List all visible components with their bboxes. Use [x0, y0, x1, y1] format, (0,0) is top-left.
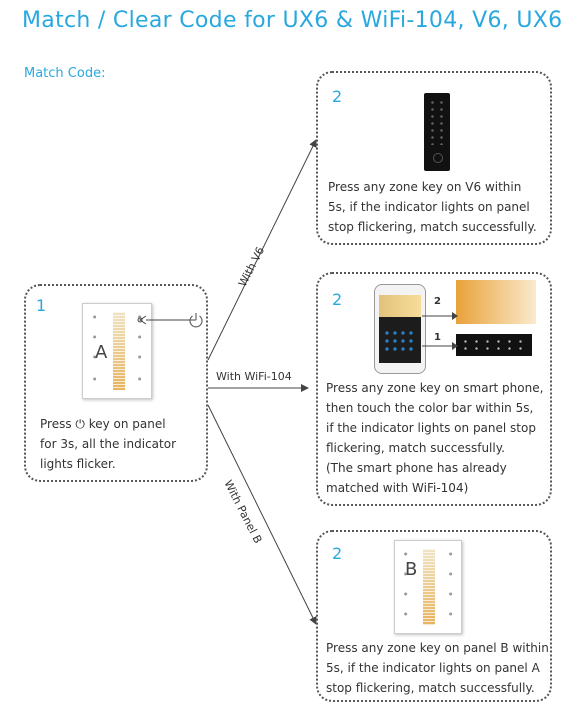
panel-letter: B — [405, 559, 418, 580]
caption-line: for 3s, all the indicator — [40, 437, 176, 451]
zone-key-icon: ● — [404, 551, 408, 556]
zone-keys — [460, 338, 528, 352]
color-bar-swatch — [456, 280, 536, 324]
panel-letter: A — [95, 342, 108, 363]
caption-line: stop flickering, match successfully. — [326, 681, 535, 695]
arrow-v6 — [207, 139, 317, 361]
zone-key-icon: ● — [138, 376, 142, 381]
section-title: Match Code: — [24, 66, 106, 81]
zone-key-icon: ● — [449, 591, 453, 596]
caption-line: matched with WiFi-104) — [326, 481, 469, 495]
step-number: 2 — [332, 290, 343, 309]
caption-line: lights flicker. — [40, 457, 116, 471]
indicator-lights — [423, 549, 435, 625]
caption-line: then touch the color bar within 5s, — [326, 401, 534, 415]
step2-panel-b-box: 2 ● ● ● ● ● ● ● ● B Press any zone key o… — [316, 530, 552, 702]
caption-line: 5s, if the indicator lights on panel — [328, 200, 530, 214]
caption-line: flickering, match successfully. — [326, 441, 505, 455]
page-title: Match / Clear Code for UX6 & WiFi-104, V… — [22, 8, 563, 33]
smartphone-image — [374, 284, 426, 374]
power-icon — [189, 313, 203, 328]
step2-v6-caption: Press any zone key on V6 within 5s, if t… — [328, 177, 537, 237]
caption-line: stop flickering, match successfully. — [328, 220, 537, 234]
zone-key-icon: ● — [449, 571, 453, 576]
step1-caption: Press ⏻ key on panel for 3s, all the ind… — [40, 414, 176, 474]
caption-line: (The smart phone has already — [326, 461, 507, 475]
power-icon — [433, 153, 443, 163]
branch-label-wifi: With WiFi-104 — [216, 370, 292, 383]
panel-a-image: ● ● ● ● ● ● ● ● A — [82, 303, 152, 399]
panel-b-image: ● ● ● ● ● ● ● ● B — [394, 540, 462, 634]
caption-line: Press any zone key on V6 within — [328, 180, 522, 194]
arrow-panel-b — [207, 404, 317, 625]
caption-line: if the indicator lights on panel stop — [326, 421, 536, 435]
zone-keys-strip — [456, 334, 532, 356]
zone-key-icon: ● — [404, 611, 408, 616]
zone-key-icon: ● — [404, 591, 408, 596]
zone-key-icon: ● — [93, 334, 97, 339]
zone-keys — [428, 99, 446, 145]
zone-key-icon: ● — [404, 571, 408, 576]
indicator-lights — [113, 312, 125, 390]
callout-arrows — [422, 312, 458, 350]
step2-wifi-caption: Press any zone key on smart phone, then … — [326, 378, 543, 498]
zone-key-icon: ● — [138, 354, 142, 359]
caption-line: 5s, if the indicator lights on panel A — [326, 661, 540, 675]
zone-key-icon: ● — [449, 611, 453, 616]
zone-key-icon: ● — [449, 551, 453, 556]
caption-line: Press any zone key on smart phone, — [326, 381, 544, 395]
zone-key-icon: ● — [93, 314, 97, 319]
zone-keys — [383, 329, 417, 353]
color-wheel — [379, 295, 421, 317]
v6-remote-image — [424, 93, 450, 171]
callout-number-zone-keys: 1 — [434, 332, 441, 343]
step2-wifi-box: 2 2 1 Press any zone key on smart phone,… — [316, 272, 552, 506]
step2-v6-box: 2 Press any zone key on V6 within 5s, if… — [316, 71, 552, 245]
phone-screen — [379, 295, 421, 363]
step2-panel-b-caption: Press any zone key on panel B within 5s,… — [326, 638, 549, 698]
caption-line: Press ⏻ key on panel — [40, 417, 166, 431]
step-number: 2 — [332, 544, 343, 563]
zone-key-icon: ● — [93, 354, 97, 359]
zone-key-icon: ● — [138, 314, 142, 319]
step1-box: 1 ● ● ● ● ● ● ● ● A Press ⏻ key on panel… — [24, 284, 208, 482]
callout-number-color-bar: 2 — [434, 296, 441, 307]
power-key-pointer — [137, 315, 196, 325]
caption-line: Press any zone key on panel B within — [326, 641, 549, 655]
step-number: 1 — [36, 296, 47, 315]
zone-key-icon: ● — [138, 334, 142, 339]
zone-key-icon: ● — [93, 376, 97, 381]
step-number: 2 — [332, 87, 343, 106]
